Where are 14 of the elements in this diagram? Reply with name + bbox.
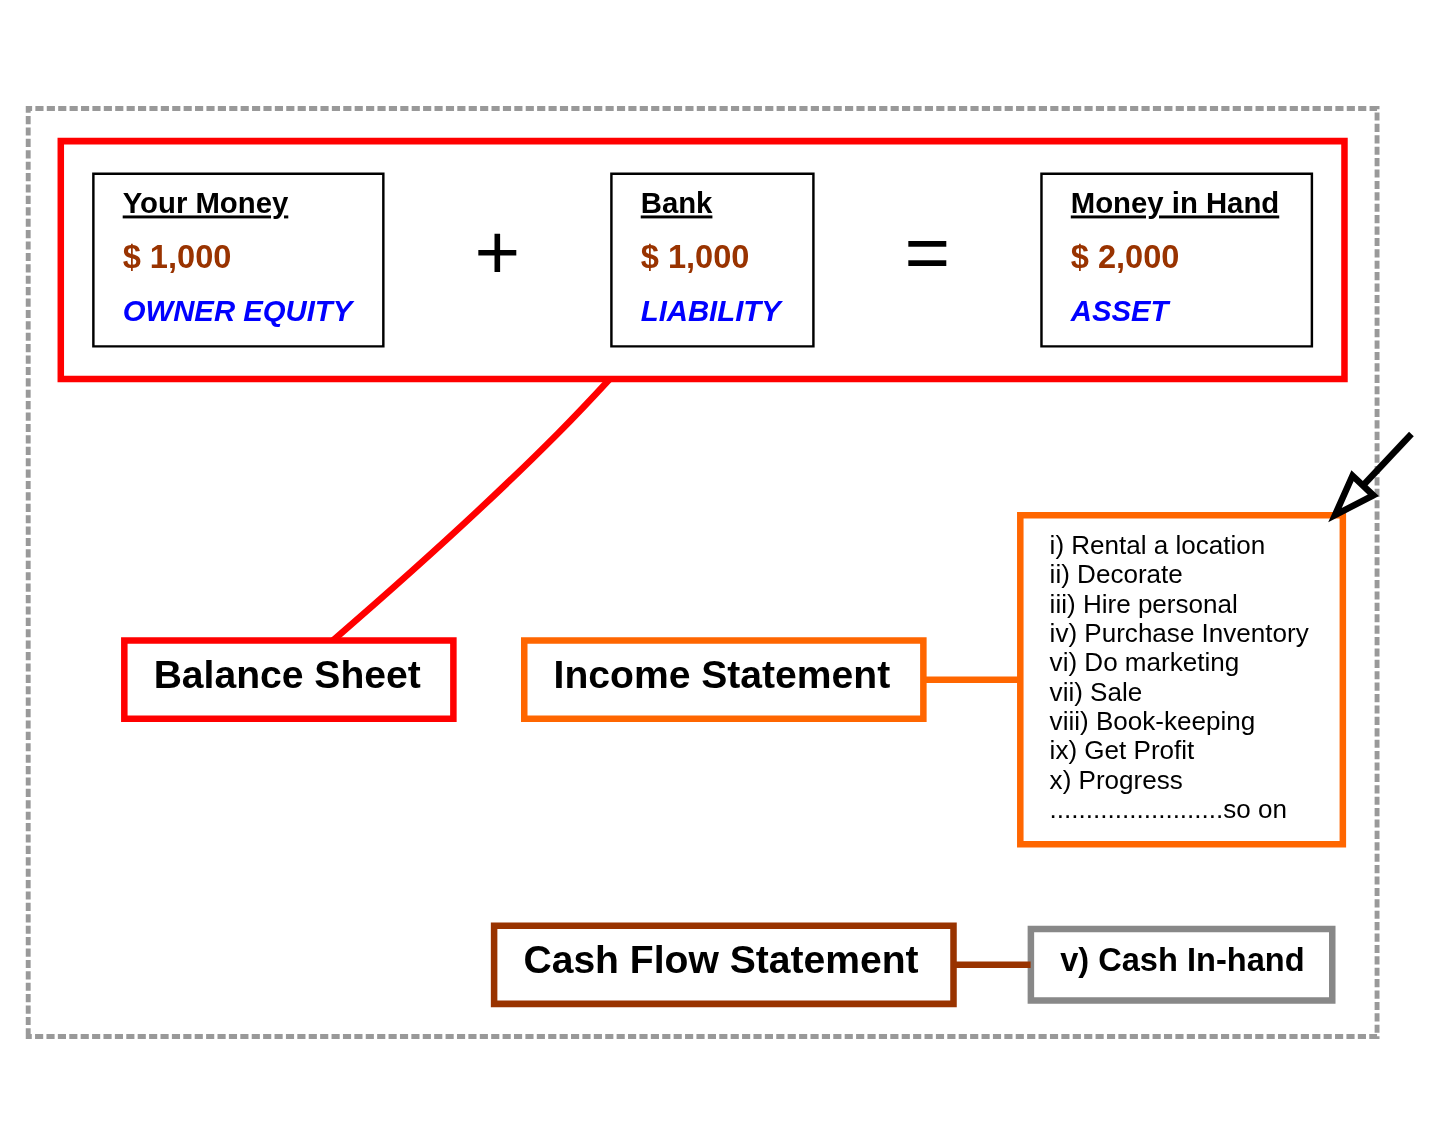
node-box: Cash Flow Statement: [490, 921, 957, 1007]
label: +: [474, 207, 521, 296]
connector: [953, 961, 1031, 968]
arrow: [1328, 431, 1414, 522]
cluster: [57, 137, 1348, 382]
node-box: i) Rental a location ii) Decorate iii) Hire personal iv) Purchase Inventory vi) Do marketing vii) Sale viii) Book-keeping ix) Get Profit x) Progress ........................so on: [1017, 511, 1347, 847]
node-box: Your Money $ 1,000 OWNER EQUITY: [92, 172, 385, 348]
node-box: Income Statement: [521, 636, 927, 722]
node-box: v) Cash In-hand: [1027, 925, 1336, 1004]
node-box: Bank $ 1,000 LIABILITY: [610, 172, 815, 348]
node-box: Balance Sheet: [121, 636, 457, 722]
label: =: [904, 207, 951, 296]
node-box: Money in Hand $ 2,000 ASSET: [1040, 172, 1314, 348]
connector: [923, 675, 1020, 683]
